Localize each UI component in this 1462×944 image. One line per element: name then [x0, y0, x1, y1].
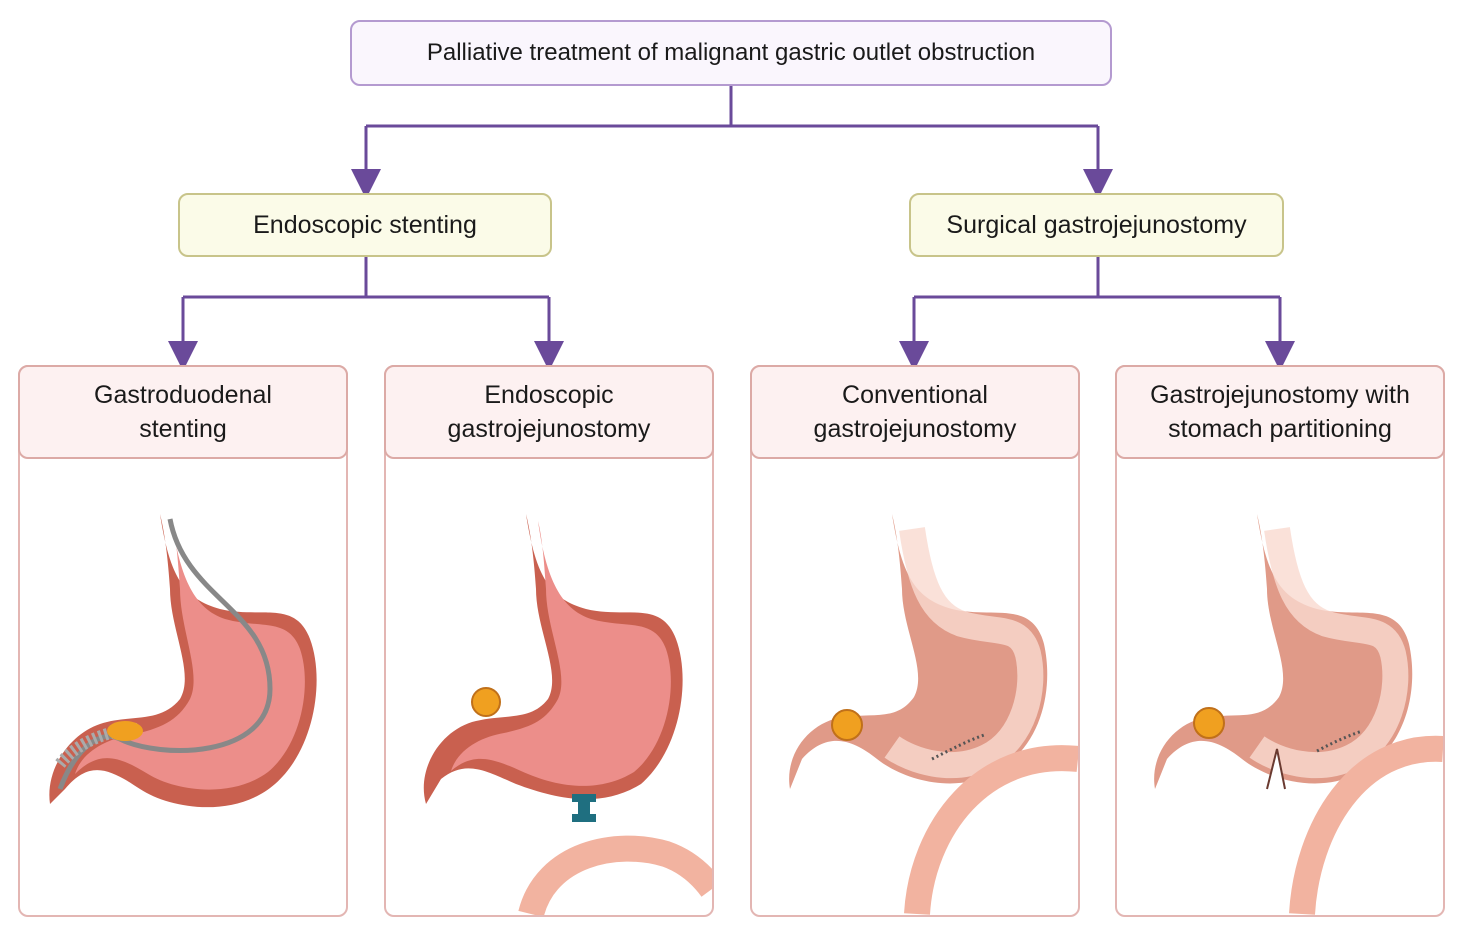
- panel-title-line1: Gastroduodenal: [94, 381, 272, 409]
- stomach-partitioning-gj-illustration: [1154, 514, 1443, 915]
- partition-line-icon: [1266, 748, 1286, 790]
- stomach-with-lams-illustration: [423, 514, 712, 915]
- root-node: Palliative treatment of malignant gastri…: [350, 20, 1112, 86]
- stomach-conventional-gj-illustration: [789, 514, 1078, 915]
- tumor-icon: [471, 687, 501, 717]
- conventional-gastrojejunostomy-panel: Conventional gastrojejunostomy: [750, 365, 1080, 917]
- lumen-apposing-stent-icon: [572, 794, 596, 822]
- stomach-icon: [789, 514, 1048, 789]
- gastroduodenal-stenting-panel: Gastroduodenal stenting: [18, 365, 348, 917]
- tumor-icon: [107, 721, 143, 741]
- stomach-with-duodenal-stent-illustration: [49, 514, 317, 808]
- panel-header: Gastroduodenal stenting: [18, 365, 348, 459]
- endoscopic-stenting-node: Endoscopic stenting: [178, 193, 552, 257]
- panel-header: Gastrojejunostomy with stomach partition…: [1115, 365, 1445, 459]
- panel-title-line1: Gastrojejunostomy with: [1150, 381, 1410, 409]
- partitioning-gastrojejunostomy-panel: Gastrojejunostomy with stomach partition…: [1115, 365, 1445, 917]
- tumor-icon: [831, 709, 863, 741]
- stomach-icon: [423, 514, 683, 804]
- endoscopic-stenting-label: Endoscopic stenting: [253, 210, 477, 239]
- panel-title-line2: gastrojejunostomy: [447, 415, 651, 443]
- panel-title-line1: Endoscopic: [484, 381, 614, 409]
- jejunum-loop-icon: [1289, 735, 1443, 915]
- panel-header: Endoscopic gastrojejunostomy: [384, 365, 714, 459]
- jejunum-loop-icon: [518, 835, 712, 915]
- stomach-icon: [1154, 514, 1413, 789]
- panel-title-line2: stomach partitioning: [1168, 415, 1392, 443]
- surgical-gastrojejunostomy-label: Surgical gastrojejunostomy: [946, 210, 1247, 239]
- panel-title-line2: gastrojejunostomy: [813, 415, 1017, 443]
- surgical-gastrojejunostomy-node: Surgical gastrojejunostomy: [909, 193, 1284, 257]
- root-node-label: Palliative treatment of malignant gastri…: [426, 39, 1036, 66]
- tumor-icon: [1193, 707, 1225, 739]
- panel-header: Conventional gastrojejunostomy: [750, 365, 1080, 459]
- panel-title-line1: Conventional: [842, 381, 988, 409]
- endoscopic-gastrojejunostomy-panel: Endoscopic gastrojejunostomy: [384, 365, 714, 917]
- panel-title-line2: stenting: [139, 415, 227, 443]
- jejunum-loop-icon: [904, 745, 1078, 915]
